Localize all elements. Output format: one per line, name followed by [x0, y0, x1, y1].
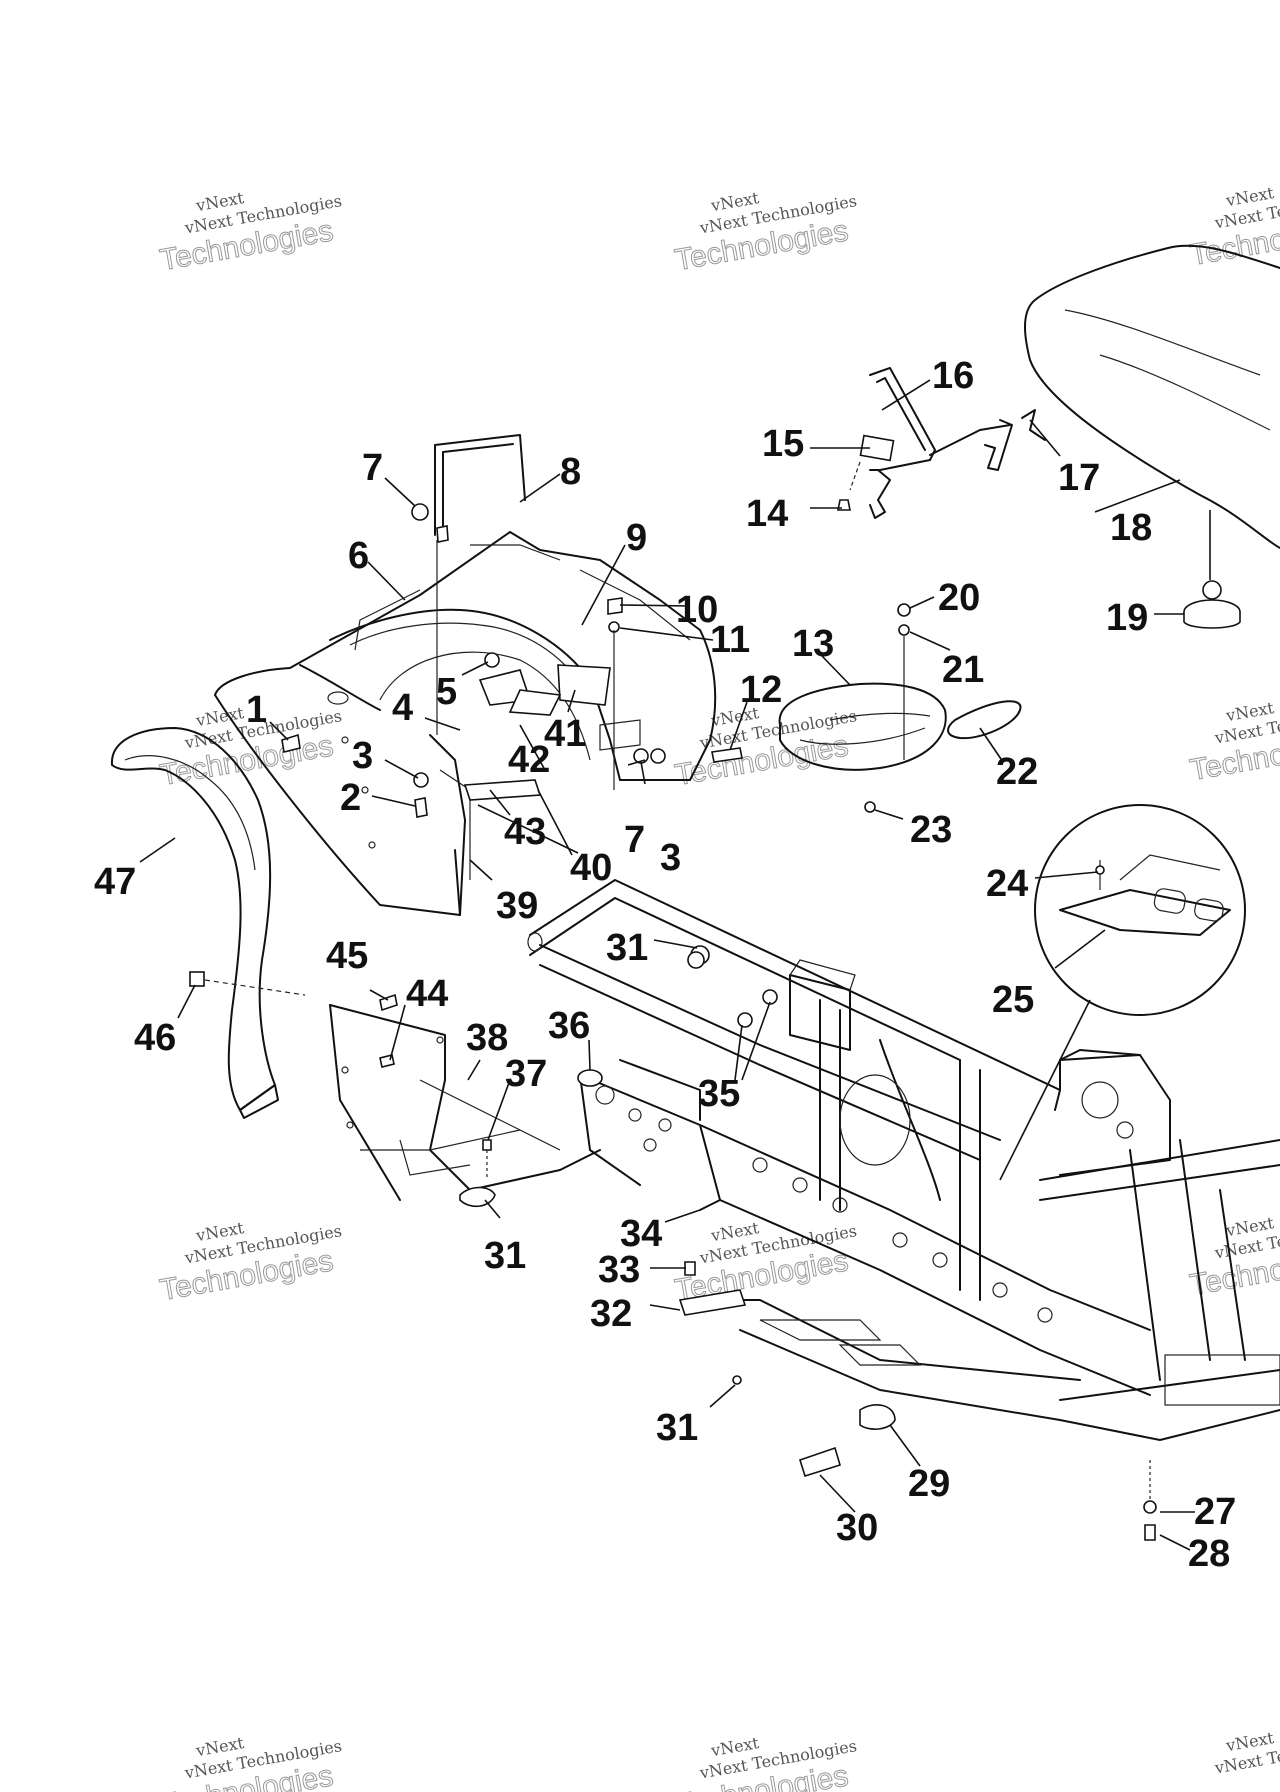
watermark: vNext vNext Technologies Technologies — [157, 188, 343, 278]
leader-lines — [139, 379, 1195, 1551]
seat-drawing — [1024, 244, 1280, 629]
callout-3: 3 — [352, 735, 373, 777]
frame — [527, 879, 1280, 1441]
callout-25: 25 — [992, 979, 1034, 1021]
callout-18: 18 — [1110, 507, 1152, 549]
callout-12: 12 — [740, 669, 782, 711]
callout-7b: 7 — [624, 819, 645, 861]
watermark: vNext vNext Technologies Technologies — [672, 188, 858, 278]
callout-21: 21 — [942, 649, 984, 691]
callout-7: 7 — [362, 447, 383, 489]
callout-37: 37 — [505, 1053, 547, 1095]
callout-19: 19 — [1106, 597, 1148, 639]
callout-44: 44 — [406, 973, 448, 1015]
callout-1: 1 — [246, 689, 267, 731]
callout-10: 10 — [676, 589, 718, 631]
callout-39: 39 — [496, 885, 538, 927]
callout-31a: 31 — [606, 927, 648, 969]
callout-5: 5 — [436, 671, 457, 713]
callout-43: 43 — [504, 811, 546, 853]
storage-box — [778, 682, 947, 771]
callout-9: 9 — [626, 517, 647, 559]
callout-3b: 3 — [660, 837, 681, 879]
seat-latch — [837, 367, 1046, 519]
callout-2: 2 — [340, 777, 361, 819]
callout-33: 33 — [598, 1249, 640, 1291]
callout-31b: 31 — [484, 1235, 526, 1277]
callout-45: 45 — [326, 935, 368, 977]
callout-8: 8 — [560, 451, 581, 493]
callout-31c: 31 — [656, 1407, 698, 1449]
callout-22: 22 — [996, 751, 1038, 793]
watermark: vNext vNext Technologies — [1212, 1728, 1280, 1778]
callout-38: 38 — [466, 1017, 508, 1059]
watermarks: vNext vNext Technologies Technologies vN… — [157, 183, 1280, 1792]
callout-14: 14 — [746, 493, 788, 535]
callout-13: 13 — [792, 623, 834, 665]
callout-4: 4 — [392, 687, 413, 729]
callout-17: 17 — [1058, 457, 1100, 499]
callout-28: 28 — [1188, 1533, 1230, 1575]
taillight — [947, 700, 1022, 740]
callout-47: 47 — [94, 861, 136, 903]
callout-41: 41 — [544, 713, 586, 755]
detail-inset — [999, 804, 1246, 1181]
callout-40: 40 — [570, 847, 612, 889]
fender-flare — [110, 727, 279, 1119]
callout-6: 6 — [348, 535, 369, 577]
callout-27: 27 — [1194, 1491, 1236, 1533]
callout-11: 11 — [710, 619, 750, 661]
callout-15: 15 — [762, 423, 804, 465]
hardware — [189, 503, 1157, 1541]
rear-fender — [214, 531, 717, 916]
rear-rack-bar — [434, 434, 526, 735]
callout-20: 20 — [938, 577, 980, 619]
watermark: vNext vNext Technologies Technologies — [157, 1733, 343, 1792]
watermark: vNext vNext Technologies Technologies — [672, 1218, 858, 1308]
callout-32: 32 — [590, 1293, 632, 1335]
callout-23: 23 — [910, 809, 952, 851]
callout-16: 16 — [932, 355, 974, 397]
callout-labels: 1 2 3 3 4 5 6 7 7 8 9 10 11 12 13 14 15 … — [94, 355, 1236, 1575]
callout-46: 46 — [134, 1017, 176, 1059]
callout-35: 35 — [698, 1073, 740, 1115]
watermark: vNext vNext Technologies Technologies — [1187, 183, 1280, 273]
watermark: vNext vNext Technologies Technologies — [1187, 698, 1280, 788]
callout-42: 42 — [508, 739, 550, 781]
callout-24: 24 — [986, 863, 1028, 905]
callout-30: 30 — [836, 1507, 878, 1549]
watermark: vNext vNext Technologies Technologies — [157, 1218, 343, 1308]
callout-34: 34 — [620, 1213, 662, 1255]
watermark: vNext vNext Technologies Technologies — [672, 1733, 858, 1792]
callout-29: 29 — [908, 1463, 950, 1505]
callout-36: 36 — [548, 1005, 590, 1047]
